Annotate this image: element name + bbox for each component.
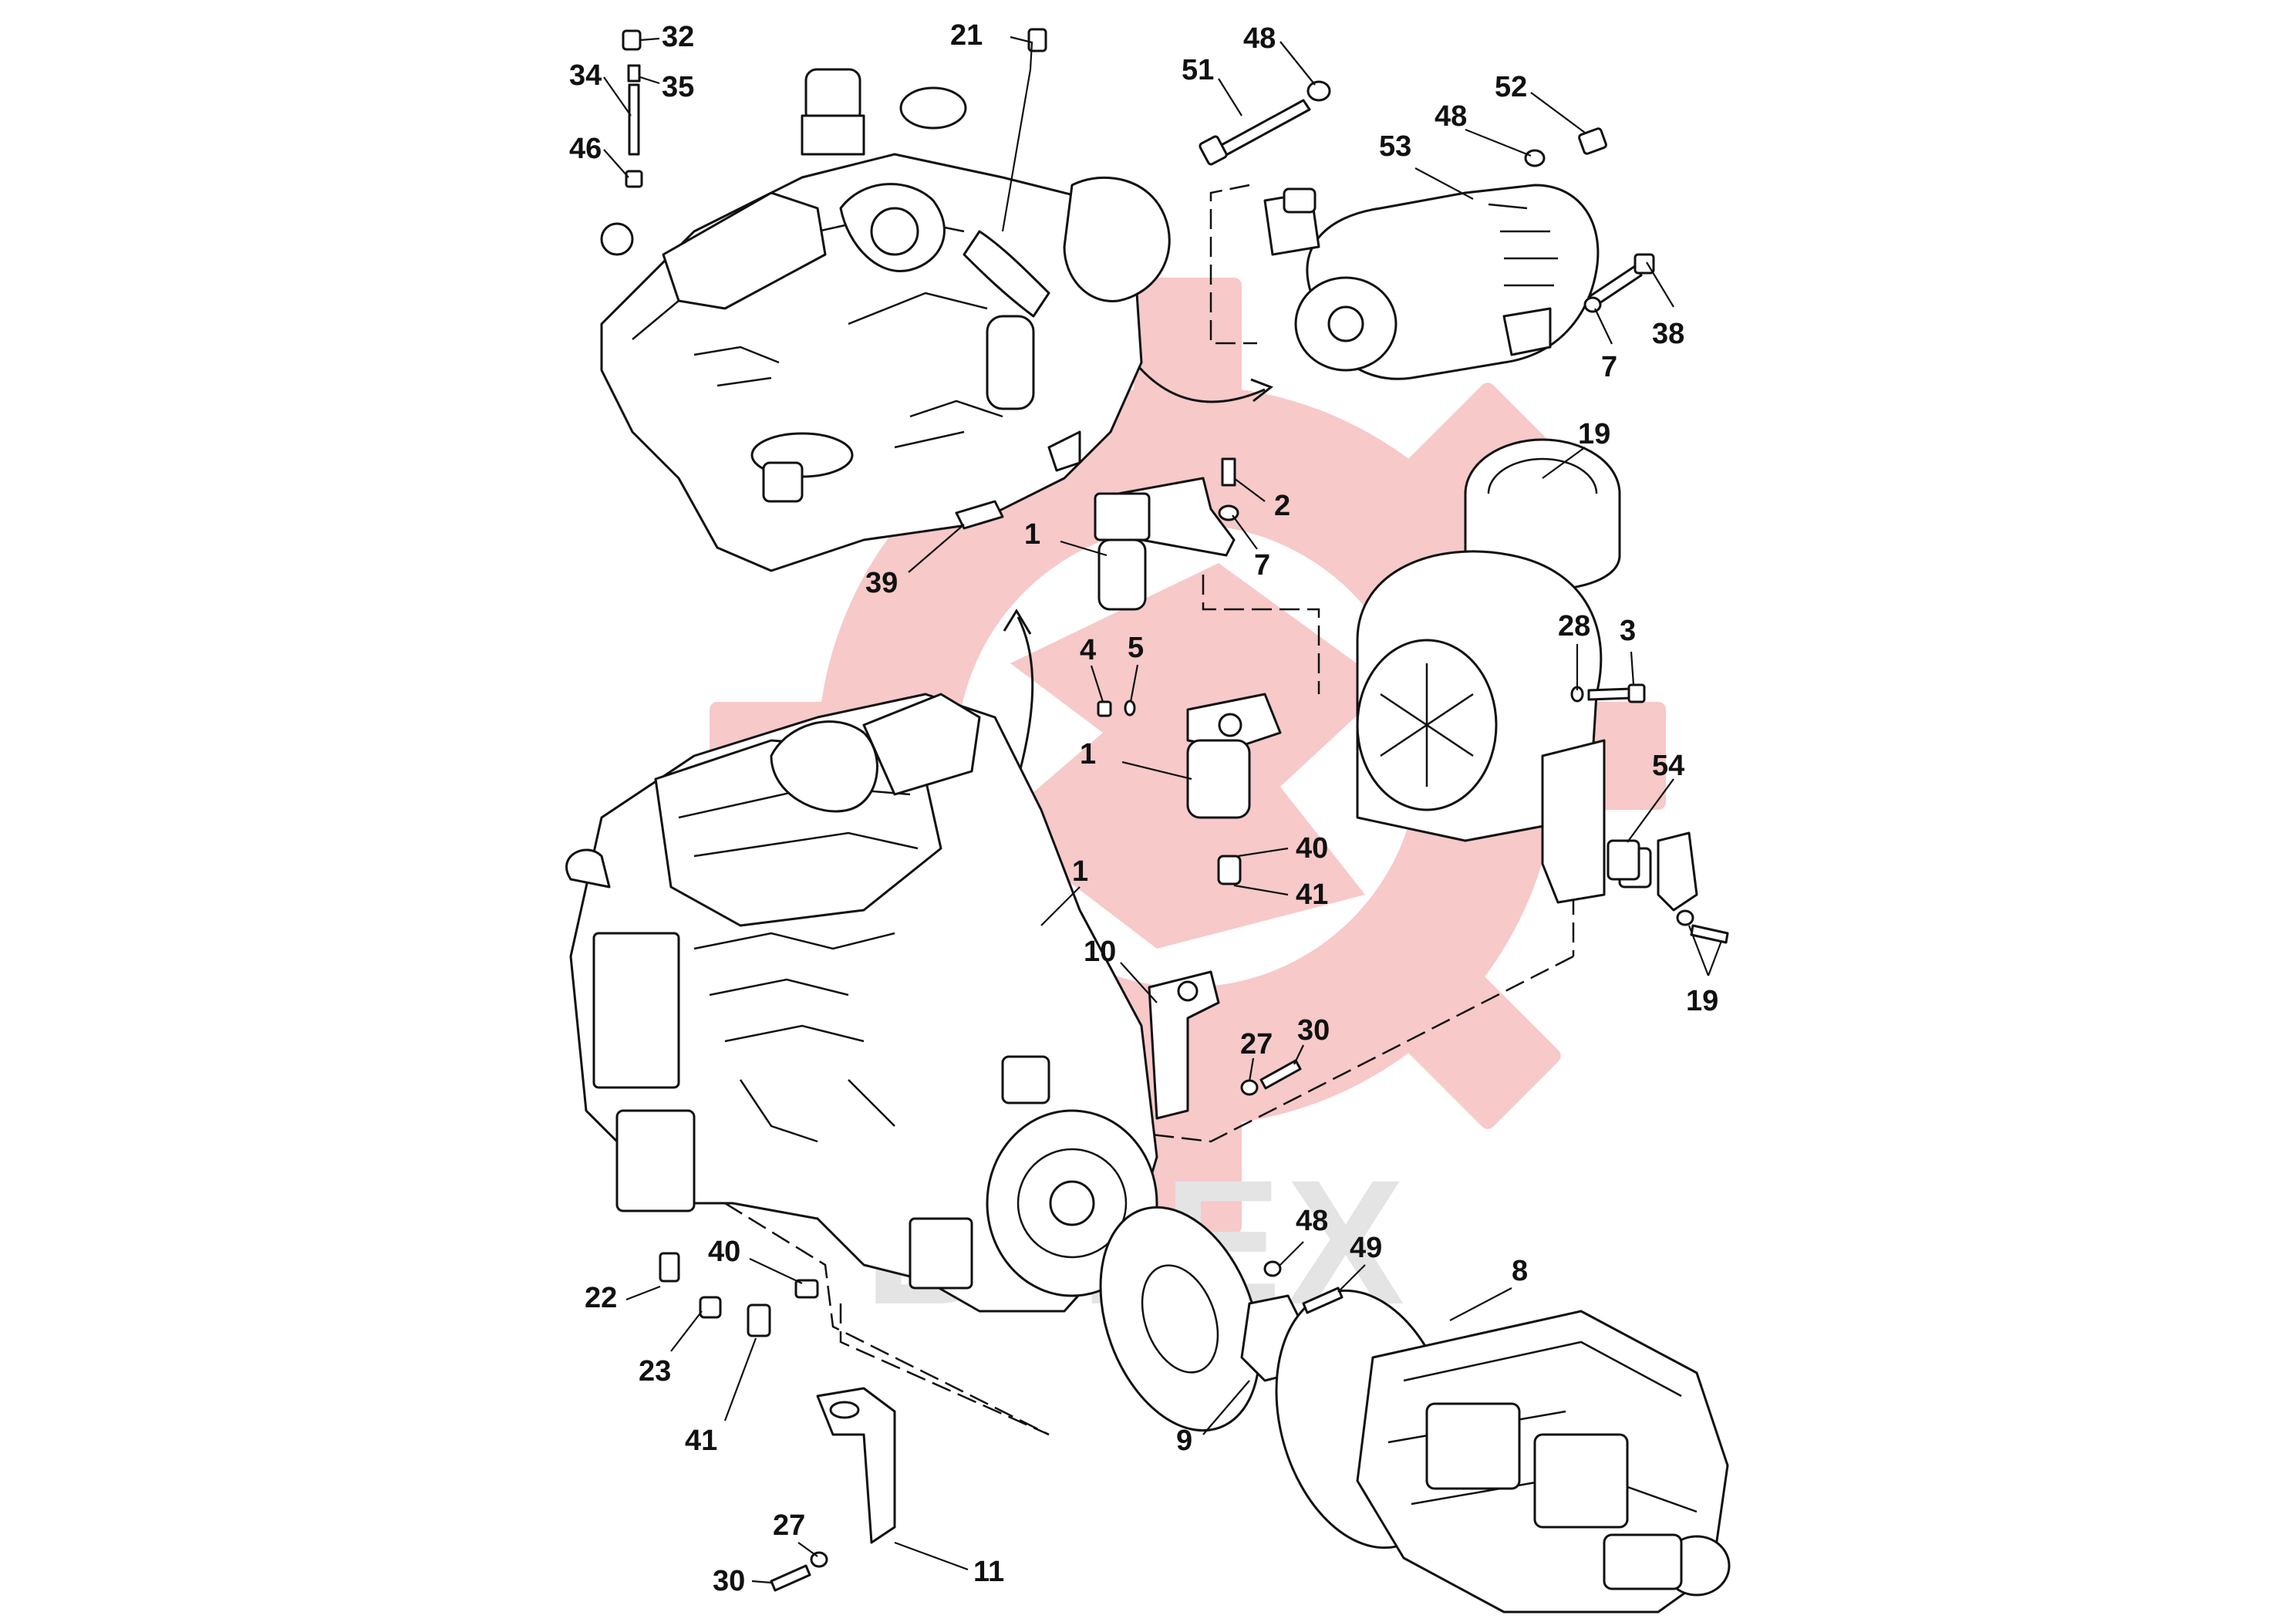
callout-52: 52 [1495, 71, 1527, 103]
small-fasteners [622, 28, 1729, 1592]
callout-23: 23 [639, 1355, 671, 1388]
callout-27b: 27 [773, 1509, 805, 1542]
bracket-11 [816, 1387, 896, 1544]
callout-48c: 48 [1296, 1205, 1328, 1237]
callout-35: 35 [662, 71, 694, 103]
callout-10: 10 [1084, 936, 1116, 968]
callout-48b: 48 [1435, 100, 1467, 133]
engine-main-view [565, 693, 1158, 1313]
callout-leaders [603, 35, 1723, 1584]
callout-39: 39 [865, 567, 898, 599]
callout-54: 54 [1652, 750, 1684, 782]
callout-40a: 40 [1296, 832, 1328, 865]
callout-labels: 32 34 35 46 21 48 51 52 48 53 38 7 19 2 … [569, 19, 1718, 1597]
callout-11: 11 [973, 1556, 1004, 1588]
callout-53: 53 [1379, 130, 1411, 163]
callout-40b: 40 [708, 1236, 740, 1268]
callout-19a: 19 [1578, 418, 1610, 450]
callout-46: 46 [569, 133, 602, 165]
callout-19b: 19 [1686, 985, 1718, 1017]
callout-51: 51 [1182, 54, 1214, 86]
callout-1a: 1 [1024, 518, 1040, 551]
callout-2: 2 [1274, 490, 1290, 522]
engine-top-view [600, 68, 1171, 572]
callout-30b: 30 [713, 1565, 745, 1597]
bracket-10 [1148, 970, 1220, 1120]
fuel-filter-middle [1186, 693, 1282, 885]
callout-7a: 7 [1601, 351, 1617, 383]
callout-22: 22 [585, 1282, 617, 1314]
callout-4: 4 [1080, 634, 1096, 666]
callout-41a: 41 [1296, 878, 1328, 911]
coupling-plate [1099, 1206, 1261, 1432]
callout-49: 49 [1350, 1232, 1382, 1264]
callout-41b: 41 [685, 1425, 717, 1457]
hydraulic-pump-assembly [1275, 1289, 1731, 1614]
fuel-filter-top [1094, 477, 1236, 611]
callout-1b: 1 [1080, 738, 1096, 771]
callout-8: 8 [1512, 1255, 1528, 1287]
callout-3: 3 [1620, 615, 1636, 647]
callout-28: 28 [1558, 610, 1590, 642]
callout-38: 38 [1652, 318, 1684, 350]
callout-7b: 7 [1254, 549, 1270, 582]
callout-5: 5 [1128, 632, 1144, 664]
callout-34: 34 [569, 59, 602, 92]
callout-9: 9 [1176, 1425, 1192, 1457]
callout-27a: 27 [1240, 1028, 1273, 1061]
alternator-assembly [1263, 184, 1600, 380]
air-filter-assembly [1356, 438, 1698, 912]
callout-21: 21 [950, 19, 983, 52]
callout-32: 32 [662, 21, 694, 53]
callout-48a: 48 [1243, 22, 1276, 55]
callout-1c: 1 [1072, 855, 1088, 888]
callout-30a: 30 [1297, 1014, 1330, 1047]
